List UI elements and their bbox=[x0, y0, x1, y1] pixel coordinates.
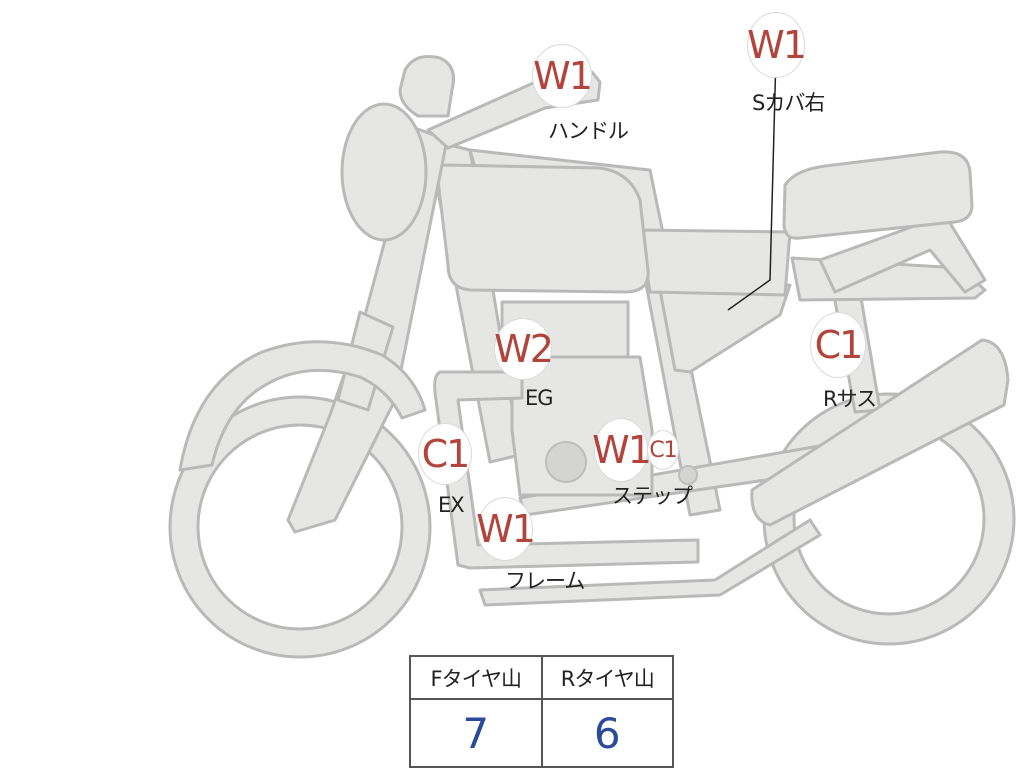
damage-mark-step: C1 bbox=[647, 430, 679, 470]
part-label-side-cover: Sカバ右 bbox=[752, 91, 825, 115]
damage-mark-engine: W2 bbox=[494, 318, 554, 380]
exhaust bbox=[433, 338, 1010, 570]
part-label-engine: EG bbox=[525, 386, 554, 410]
damage-mark-rear-suspension: C1 bbox=[810, 312, 866, 378]
part-label-exhaust: EX bbox=[438, 493, 465, 517]
front-fender bbox=[178, 340, 427, 472]
front-tire-tread-header: Fタイヤ山 bbox=[409, 654, 543, 701]
side-cover bbox=[658, 283, 792, 374]
damage-mark-handlebar: W1 bbox=[532, 44, 593, 108]
tire-tread-table: Fタイヤ山 Rタイヤ山 7 6 bbox=[409, 654, 674, 768]
damage-mark-exhaust: C1 bbox=[418, 423, 472, 485]
part-label-rear-suspension: Rサス bbox=[823, 387, 877, 411]
headlight bbox=[340, 102, 428, 242]
damage-mark-frame: W1 bbox=[476, 497, 536, 561]
seat bbox=[638, 228, 792, 297]
damage-mark-engine-lower: W1 bbox=[592, 418, 652, 482]
part-label-handlebar: ハンドル bbox=[548, 119, 629, 143]
seat-pad bbox=[782, 150, 974, 240]
leader-line bbox=[727, 54, 777, 311]
damage-mark-side-cover: W1 bbox=[747, 12, 807, 78]
front-tire-tread-value: 7 bbox=[409, 698, 543, 768]
rear-tire-tread-header: Rタイヤ山 bbox=[540, 654, 674, 701]
fuel-tank bbox=[436, 163, 650, 294]
rear-tire-tread-value: 6 bbox=[540, 698, 674, 768]
part-label-step: ステップ bbox=[612, 484, 693, 508]
part-label-frame: フレーム bbox=[505, 569, 585, 593]
mirror bbox=[398, 55, 455, 118]
